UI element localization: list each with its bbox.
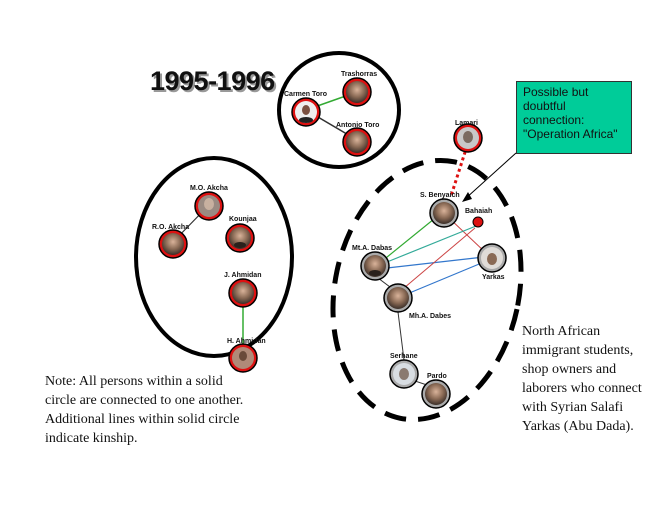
node-bahaiah <box>473 217 483 227</box>
callout-arrow <box>465 153 516 199</box>
note-text: Note: All persons within a solid circle … <box>45 372 250 448</box>
label-serhane: Serhane <box>390 353 418 360</box>
label-mo-akcha: M.O. Akcha <box>190 185 228 192</box>
node-trashorras <box>343 78 371 106</box>
label-lamari: Lamari <box>455 120 478 127</box>
label-antonio-toro: Antonio Toro <box>336 122 379 129</box>
link-mta-bahaiah <box>387 226 476 262</box>
link-mha-yarkas <box>407 262 484 294</box>
label-j-ahmidan: J. Ahmidan <box>224 272 261 279</box>
node-ro-akcha <box>159 230 187 258</box>
node-s-benyaich <box>430 199 458 227</box>
doubtful-connection-callout: Possible but doubtful connection: "Opera… <box>516 81 632 154</box>
node-mha-dabes <box>384 284 412 312</box>
label-carmen-toro: Carmen Toro <box>284 91 327 98</box>
node-lamari <box>454 124 482 152</box>
label-kounjaa: Kounjaa <box>229 216 257 223</box>
node-mta-dabas <box>361 252 389 280</box>
node-serhane <box>390 360 418 388</box>
label-trashorras: Trashorras <box>341 71 377 78</box>
node-pardo <box>422 380 450 408</box>
link-mta-yarkas <box>387 257 484 268</box>
node-h-ahmidan <box>229 344 257 372</box>
node-yarkas <box>478 244 506 272</box>
node-kounjaa <box>226 224 254 252</box>
label-h-ahmidan: H. Ahmidan <box>227 338 266 345</box>
node-antonio-toro <box>343 128 371 156</box>
period-title: 1995-1996 <box>150 66 275 97</box>
label-mha-dabes: Mh.A. Dabes <box>409 313 451 320</box>
label-yarkas: Yarkas <box>482 274 505 281</box>
node-j-ahmidan <box>229 279 257 307</box>
label-pardo: Pardo <box>427 373 447 380</box>
node-carmen-toro <box>292 98 320 126</box>
group-description: North African immigrant students, shop o… <box>522 322 647 436</box>
link-mha-bahaiah <box>404 228 475 288</box>
label-s-benyaich: S. Benyaich <box>420 192 460 199</box>
label-ro-akcha: R.O. Akcha <box>152 224 189 231</box>
link-lamari-benyaich <box>451 146 467 196</box>
label-bahaiah: Bahaiah <box>465 208 492 215</box>
label-mta-dabas: Mt.A. Dabas <box>352 245 392 252</box>
node-mo-akcha <box>195 192 223 220</box>
